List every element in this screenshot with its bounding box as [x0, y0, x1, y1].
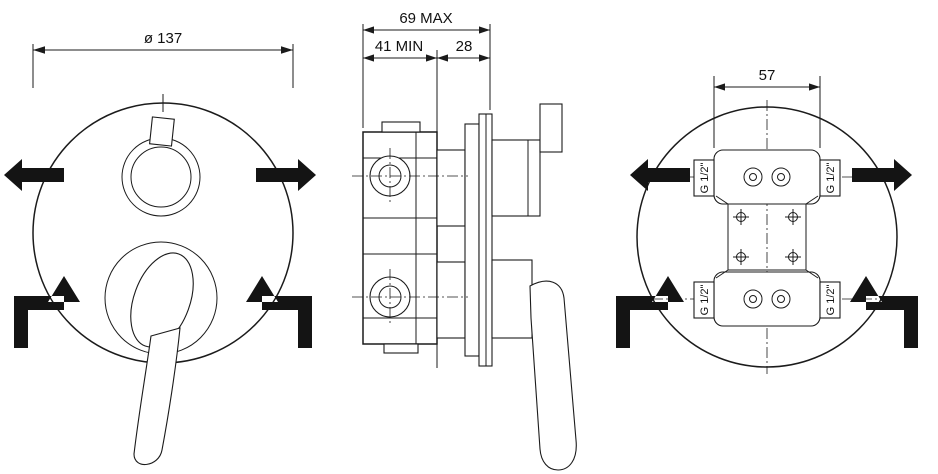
diverter-tab: [148, 116, 175, 147]
diameter-label: ø 137: [144, 30, 182, 47]
port-label-bottom-right: G 1/2": [825, 285, 837, 316]
upper-manifold-boss: [713, 149, 821, 205]
outlet-arrow-right-icon: [256, 159, 316, 191]
port-label-top-left: G 1/2": [699, 163, 711, 194]
screw-holes: [733, 209, 801, 265]
upper-stem: [436, 149, 466, 227]
handle-cap: [130, 252, 194, 348]
manifold-center-block: [727, 203, 807, 271]
dimension-diameter: ø 137: [32, 30, 294, 88]
body-bottom-step: [383, 343, 419, 354]
inlet-arrow-bottom-left-icon: [616, 276, 684, 348]
port-label-top-right: G 1/2": [825, 163, 837, 194]
back-view: 57 G 1/2" G 1/2" G 1/2" G 1/2": [616, 67, 918, 374]
outlet-arrow-left-icon: [630, 159, 690, 191]
dim-arrowhead: [281, 46, 293, 54]
dimension-plate-depth: 28: [437, 38, 490, 62]
port-spacing-label: 57: [759, 67, 776, 84]
depth-min-label: 41 MIN: [375, 38, 423, 55]
body-top-step: [381, 121, 421, 133]
outlet-arrow-left-icon: [4, 159, 64, 191]
dimension-depth-max: 69 MAX: [363, 10, 490, 34]
diverter-rod-side: [539, 103, 563, 153]
port-stub-top-left: [693, 159, 715, 197]
lower-stem: [436, 261, 466, 339]
inlet-arrow-bottom-left-icon: [14, 276, 80, 348]
side-view: 69 MAX 41 MIN 28: [352, 10, 577, 471]
dimension-port-spacing: 57: [713, 67, 821, 148]
depth-max-label: 69 MAX: [399, 10, 452, 27]
handle-lever: [133, 327, 181, 465]
knob-side: [491, 139, 541, 217]
dimension-depth-min: 41 MIN: [363, 38, 437, 62]
manifold-ports: [743, 167, 791, 309]
dim-arrowhead: [33, 46, 45, 54]
diverter-knob-outer: [121, 137, 201, 217]
plate-depth-label: 28: [456, 38, 473, 55]
diverter-knob-inner: [130, 146, 192, 208]
plate-flange: [464, 123, 480, 357]
handle-hub-side: [491, 259, 533, 339]
handle-lever-side: [529, 280, 577, 471]
lower-manifold-boss: [713, 271, 821, 327]
outlet-arrow-right-icon: [852, 159, 912, 191]
port-label-bottom-left: G 1/2": [699, 285, 711, 316]
port-stub-top-right: [819, 159, 841, 197]
inlet-arrow-bottom-right-icon: [850, 276, 918, 348]
port-stub-bottom-left: [693, 281, 715, 319]
port-stub-bottom-right: [819, 281, 841, 319]
front-view: ø 137: [4, 30, 316, 465]
inlet-arrow-bottom-right-icon: [246, 276, 312, 348]
